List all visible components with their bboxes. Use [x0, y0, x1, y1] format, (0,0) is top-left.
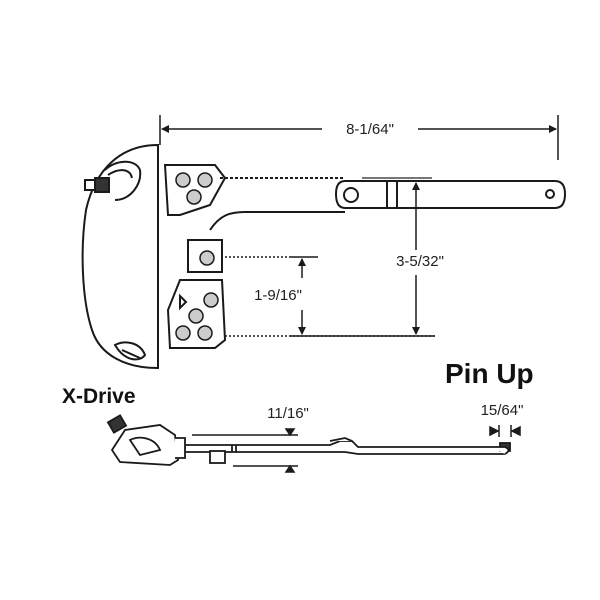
- hole-spacing-dimension: [225, 256, 318, 335]
- arm-offset-label: 3-5/32": [396, 253, 444, 270]
- x-drive-label: X-Drive: [62, 385, 136, 408]
- overall-length-label: 8-1/64": [346, 121, 394, 138]
- arm-height-dimension: [192, 428, 298, 473]
- screw-icons: [175, 172, 219, 341]
- arm-offset-dimension: [225, 182, 435, 337]
- operator-arm: [209, 172, 567, 231]
- pin-up-label: Pin Up: [445, 358, 534, 389]
- operator-body: [81, 143, 159, 370]
- side-view-operator: [106, 414, 511, 466]
- overall-length-dimension: [159, 115, 559, 160]
- arm-height-label: 11/16": [267, 405, 309, 422]
- pin-width-dimension: [489, 425, 521, 437]
- pin-width-label: 15/64": [481, 402, 524, 419]
- hole-spacing-label: 1-9/16": [254, 287, 302, 304]
